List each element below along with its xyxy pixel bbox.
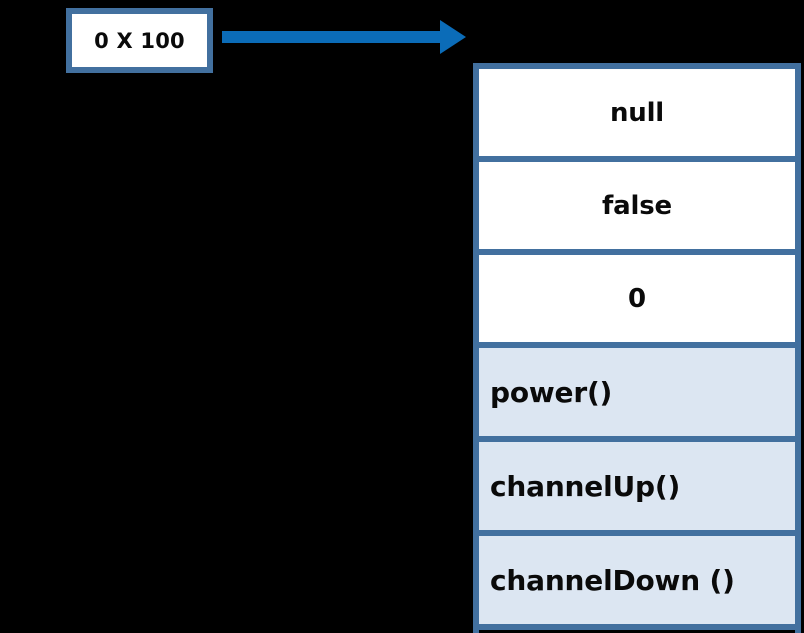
object-field-row: 0 — [479, 255, 795, 348]
object-row-label: channelUp() — [490, 469, 681, 503]
object-row-label: power() — [490, 375, 613, 409]
object-field-row: null — [479, 69, 795, 162]
object-method-row: channelUp() — [479, 442, 795, 536]
object-row-label: null — [609, 97, 665, 128]
object-row-label: channelDown () — [490, 563, 735, 597]
reference-box-label: 0 X 100 — [94, 28, 185, 53]
object-panel: null false 0 power() channelUp() channel… — [473, 63, 801, 633]
object-method-row: power() — [479, 348, 795, 442]
object-row-label: false — [602, 190, 672, 221]
object-method-row: channelDown () — [479, 536, 795, 630]
object-field-row: false — [479, 162, 795, 255]
arrow-icon — [222, 20, 466, 54]
object-row-label: 0 — [628, 283, 646, 314]
reference-arrow — [222, 20, 466, 54]
reference-box: 0 X 100 — [66, 8, 213, 73]
